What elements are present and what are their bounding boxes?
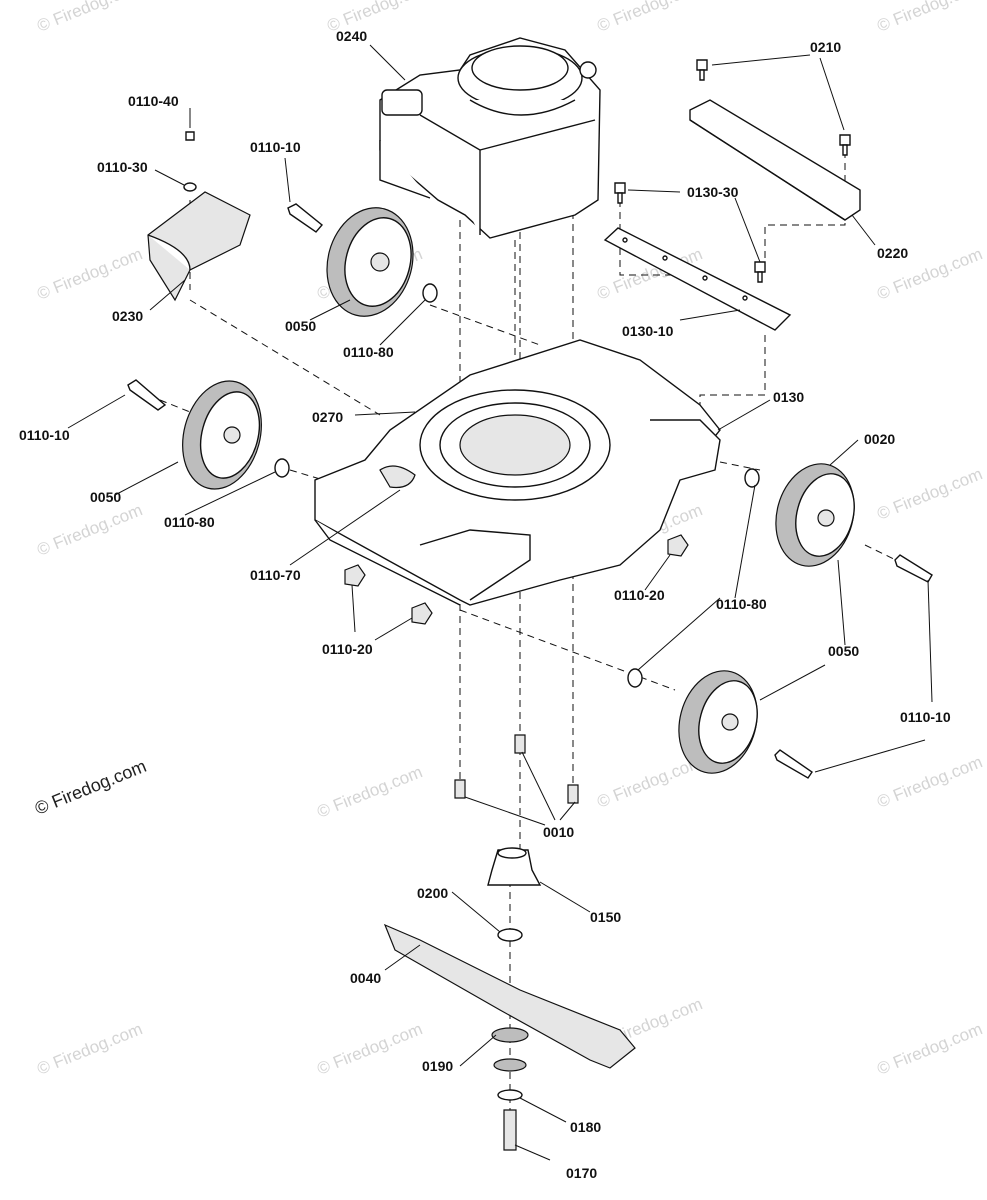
part-label: 0130-30 xyxy=(687,184,739,200)
alignment-lines xyxy=(159,150,901,1140)
part-label: 0130 xyxy=(773,389,804,405)
part-label: 0130-10 xyxy=(622,323,674,339)
part-label: 0110-80 xyxy=(343,344,394,360)
part-label: 0040 xyxy=(350,970,381,986)
lower-bracket xyxy=(603,227,792,331)
part-label: 0050 xyxy=(285,318,316,334)
blade-hardware xyxy=(491,1027,529,1151)
watermark: © Firedog.com xyxy=(874,752,985,811)
wheel-lower-right xyxy=(678,670,758,774)
blade xyxy=(383,923,636,1069)
bracket-bolts xyxy=(614,59,851,283)
rear-guard xyxy=(147,191,251,302)
watermark: © Firedog.com xyxy=(314,762,425,821)
rear-bracket xyxy=(689,99,861,221)
mower-deck xyxy=(314,339,721,606)
part-label: 0110-20 xyxy=(322,641,373,657)
part-label: 0110-40 xyxy=(128,93,179,109)
part-label: 0020 xyxy=(864,431,895,447)
part-label: 0180 xyxy=(570,1119,601,1135)
copyright-watermark: © Firedog.com xyxy=(32,756,149,819)
watermark: © Firedog.com xyxy=(594,0,705,36)
watermark: © Firedog.com xyxy=(874,0,985,36)
watermark: © Firedog.com xyxy=(34,500,145,559)
blade-adapter xyxy=(487,847,542,886)
part-label: 0110-70 xyxy=(250,567,301,583)
wheel-right xyxy=(775,463,855,567)
part-label: 0190 xyxy=(422,1058,453,1074)
part-label: 0270 xyxy=(312,409,343,425)
part-label: 0230 xyxy=(112,308,143,324)
watermark: © Firedog.com xyxy=(34,0,145,36)
watermark: © Firedog.com xyxy=(34,1019,145,1078)
part-label: 0110-10 xyxy=(900,709,951,725)
part-label: 0050 xyxy=(828,643,859,659)
wheel-middle-left xyxy=(182,380,262,490)
wheel-upper-left xyxy=(326,207,414,317)
washer-0200 xyxy=(497,928,523,942)
part-label: 0150 xyxy=(590,909,621,925)
part-labels: 0240 0210 0110-40 0110-30 0110-10 0130-3… xyxy=(19,28,951,1181)
part-label: 0110-30 xyxy=(97,159,148,175)
part-label: 0010 xyxy=(543,824,574,840)
washers xyxy=(183,131,760,688)
deck-bolts xyxy=(454,734,579,804)
leader-lines xyxy=(67,44,933,1161)
part-label: 0110-80 xyxy=(716,596,767,612)
part-label: 0110-10 xyxy=(250,139,301,155)
part-label: 0240 xyxy=(336,28,367,44)
watermark: © Firedog.com xyxy=(874,464,985,523)
part-label: 0170 xyxy=(566,1165,597,1181)
part-label: 0110-10 xyxy=(19,427,70,443)
watermark: © Firedog.com xyxy=(34,244,145,303)
watermark: © Firedog.com xyxy=(874,1019,985,1078)
part-label: 0110-20 xyxy=(614,587,665,603)
engine xyxy=(379,37,601,239)
nuts xyxy=(344,534,689,625)
part-label: 0050 xyxy=(90,489,121,505)
watermark: © Firedog.com xyxy=(314,1019,425,1078)
part-label: 0110-80 xyxy=(164,514,215,530)
part-label: 0200 xyxy=(417,885,448,901)
part-label: 0210 xyxy=(810,39,841,55)
axle-bolts xyxy=(127,203,933,779)
part-label: 0220 xyxy=(877,245,908,261)
